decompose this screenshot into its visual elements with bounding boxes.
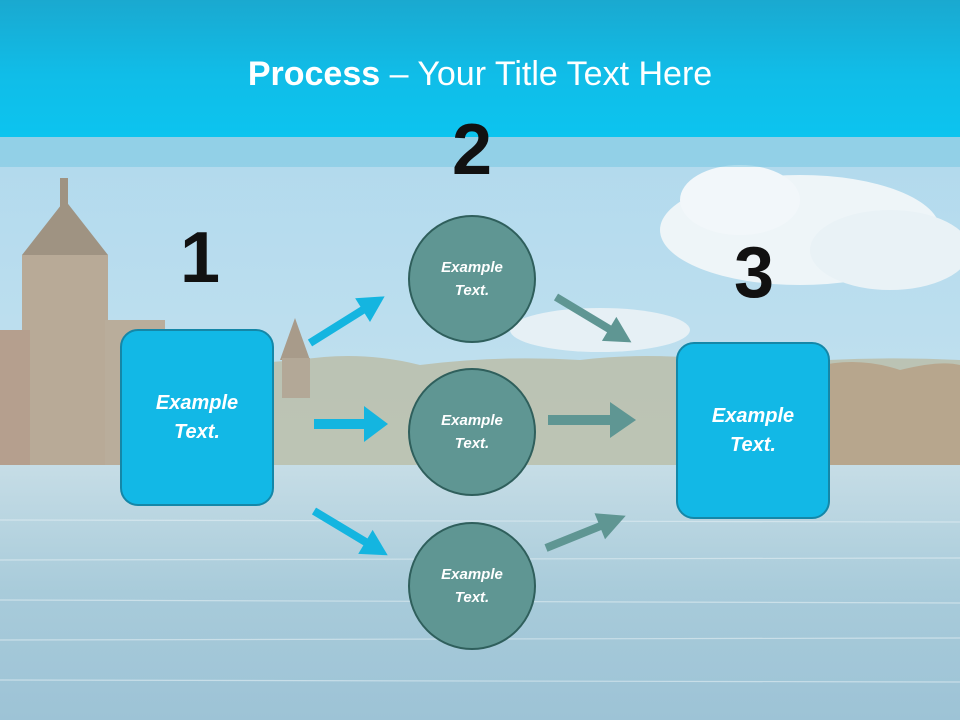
title-bold: Process bbox=[247, 55, 381, 93]
step-2-circle-middle[interactable]: Example Text. bbox=[408, 368, 536, 496]
step-3-text: Example Text. bbox=[711, 404, 795, 456]
right-arrows bbox=[544, 293, 636, 552]
step-2-circle-bottom[interactable]: Example Text. bbox=[408, 522, 536, 650]
arrow-up-right bbox=[307, 296, 385, 347]
step-number-1: 1 bbox=[179, 218, 221, 298]
title-bar bbox=[0, 0, 960, 137]
left-arrows bbox=[307, 296, 388, 556]
step-3-box[interactable]: Example Text. bbox=[676, 342, 830, 519]
arrow-right-center bbox=[314, 406, 388, 442]
step-number-3: 3 bbox=[733, 233, 775, 313]
arrow-down-right bbox=[311, 507, 388, 556]
circle-text: Example Text. bbox=[441, 412, 503, 452]
step-1-box[interactable]: Example Text. bbox=[120, 329, 274, 506]
slide-title[interactable]: Process – Your Title Text Here bbox=[0, 52, 960, 96]
arrow-up-right-2 bbox=[544, 513, 626, 552]
circle-text: Example Text. bbox=[441, 566, 503, 606]
step-2-circle-top[interactable]: Example Text. bbox=[408, 215, 536, 343]
arrow-down-right-2 bbox=[553, 293, 632, 343]
step-1-text: Example Text. bbox=[155, 391, 239, 443]
title-rest: – Your Title Text Here bbox=[380, 55, 713, 93]
step-number-2: 2 bbox=[451, 110, 493, 190]
arrow-right-center-2 bbox=[548, 402, 636, 438]
title-bar-strip bbox=[0, 137, 960, 167]
circle-text: Example Text. bbox=[441, 259, 503, 299]
